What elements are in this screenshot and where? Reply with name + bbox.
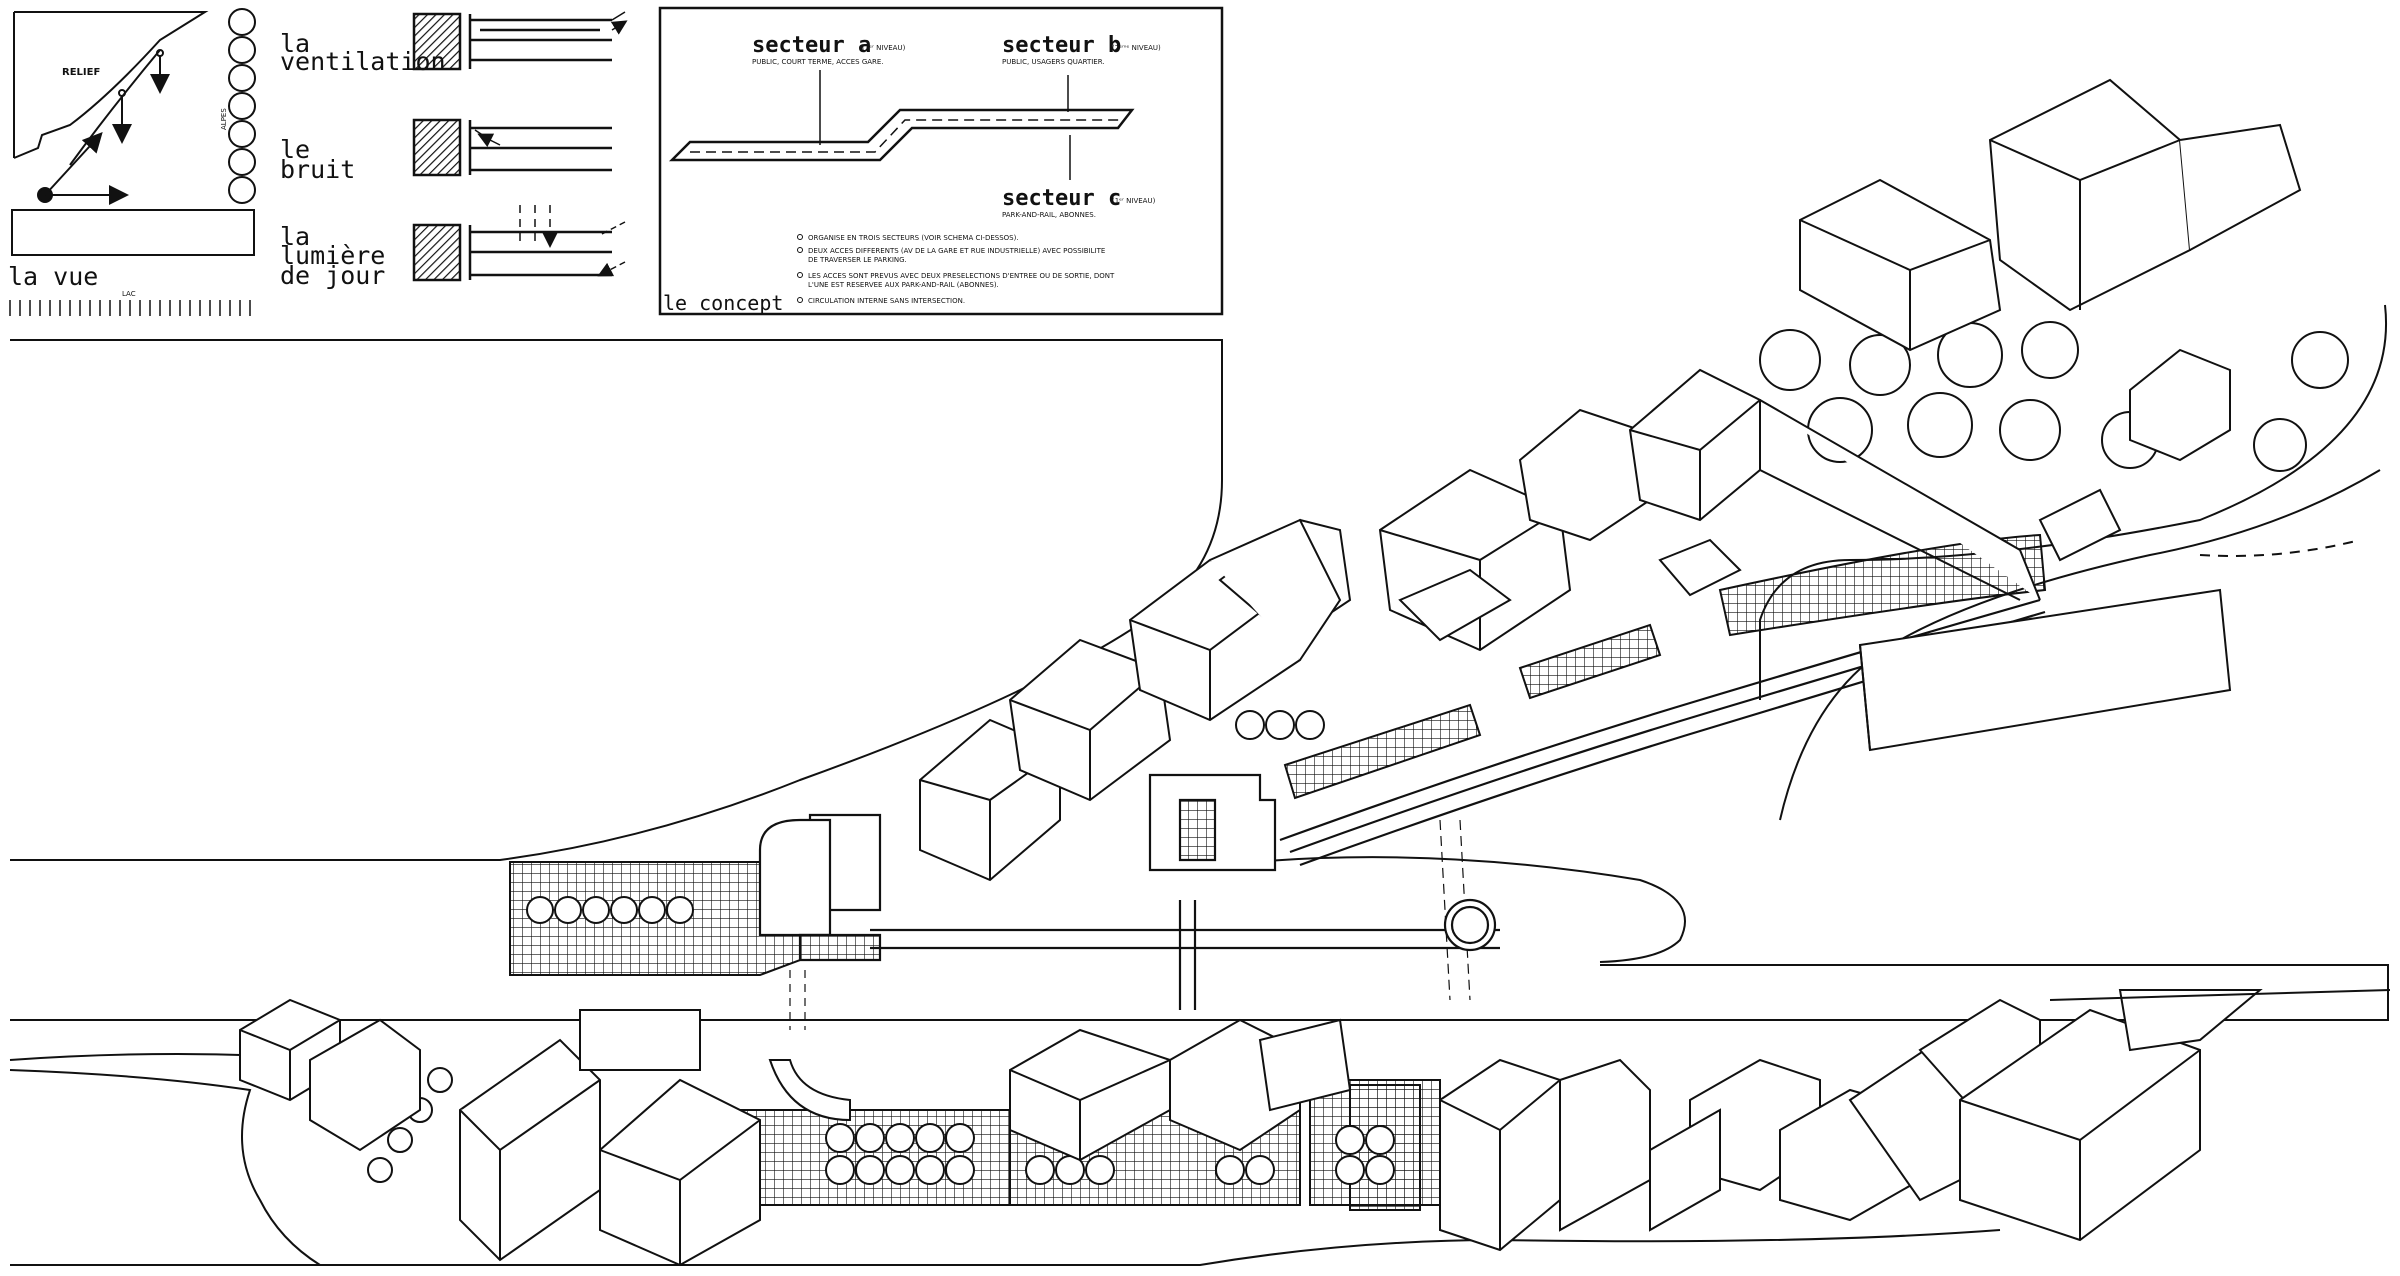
lumiere-label-2: lumière — [280, 241, 385, 270]
sector-c-desc: PARK-AND-RAIL, ABONNES. — [1002, 211, 1096, 219]
building-se-7 — [2118, 989, 2263, 1052]
building-ne-3 — [2179, 123, 2302, 251]
building-se-2 — [1649, 1108, 1721, 1232]
building-ne-2 — [1988, 78, 2192, 312]
legend-icons — [412, 12, 625, 282]
building-nw-5 — [1209, 518, 1342, 661]
sector-c-name: secteur c — [1002, 186, 1121, 211]
sector-a-desc: PUBLIC, COURT TERME, ACCES GARE. — [752, 58, 884, 66]
lac-label: LAC — [122, 290, 136, 298]
parking-strip-mid — [1283, 703, 1482, 800]
tree-row-lower — [825, 1123, 1395, 1185]
sector-b-level: (2ᵉᵐᵉ NIVEAU) — [1112, 44, 1161, 52]
tree-row-west — [526, 896, 694, 924]
building-s-6 — [1258, 1018, 1352, 1112]
legend-view-diagram — [9, 8, 256, 316]
upper-road-lower-edge — [10, 964, 2389, 1021]
bruit-label-1: le — [280, 135, 310, 164]
relief-outline — [13, 11, 209, 159]
note-3-line-2: L'UNE EST RESERVEE AUX PARK-AND-RAIL (AB… — [808, 281, 999, 289]
annex-block — [798, 933, 882, 962]
building-s-3 — [579, 1009, 701, 1071]
buildings-south — [239, 989, 2391, 1267]
tree-rows — [367, 321, 2349, 1185]
building-e-1 — [2129, 348, 2231, 462]
note-3-line-1: LES ACCES SONT PREVUS AVEC DEUX PRESELEC… — [808, 272, 1115, 280]
relief-label: RELIEF — [62, 67, 100, 78]
ventilation-label-1: la — [280, 29, 310, 58]
sector-a-level: (1ᵉʳ NIVEAU) — [862, 44, 906, 52]
bruit-label-2: bruit — [280, 155, 355, 184]
building-sw-2 — [309, 1018, 421, 1152]
tree-cluster-park — [1759, 321, 2349, 472]
alpes-circles — [228, 8, 256, 204]
building-n-wall — [1759, 399, 2041, 601]
building-s-8 — [1559, 1058, 1651, 1232]
concept-title: le concept — [663, 291, 783, 315]
upper-road-edge — [10, 339, 1223, 861]
station-road-edge — [1179, 856, 1686, 963]
lumiere-label-1: la — [280, 222, 310, 251]
sector-c-level: (1ᵉʳ NIVEAU) — [1112, 197, 1156, 205]
parking-strip-b — [1518, 623, 1662, 700]
alpes-label: ALPES — [220, 108, 228, 130]
parking-deck — [758, 598, 2051, 1010]
la-vue-label: la vue — [8, 262, 98, 291]
concept-sector-schema — [668, 70, 1135, 180]
hatch-block-icon — [412, 12, 462, 71]
west-curb — [9, 1069, 321, 1266]
building-e-slab — [1858, 588, 2232, 752]
note-2-line-1: DEUX ACCES DIFFERENTS (AV DE LA GARE ET … — [808, 247, 1105, 255]
east-curb — [2049, 989, 2391, 1001]
sector-b-name: secteur b — [1002, 33, 1121, 58]
concept-box: secteur a (1ᵉʳ NIVEAU) PUBLIC, COURT TER… — [658, 6, 1224, 316]
building-n-box2 — [1658, 538, 1742, 597]
gateway — [2038, 488, 2122, 562]
tree-circle-icon — [526, 896, 554, 924]
lac-ticks — [9, 300, 251, 316]
building-s-1 — [459, 1038, 601, 1262]
tree-cluster-north — [1235, 710, 1325, 740]
buildings-north — [919, 78, 2302, 882]
note-2-line-2: DE TRAVERSER LE PARKING. — [808, 256, 907, 264]
concept-notes: ORGANISE EN TROIS SECTEURS (VOIR SCHEMA … — [797, 234, 1115, 305]
sector-a-name: secteur a — [752, 33, 871, 58]
bottom-edge — [10, 1229, 2001, 1266]
building-n-box — [1398, 568, 1512, 642]
building-s-curved — [768, 1059, 851, 1122]
hatch-block-icon — [412, 223, 462, 282]
sector-b-desc: PUBLIC, USAGERS QUARTIER. — [1002, 58, 1105, 66]
note-4-line-1: CIRCULATION INTERNE SANS INTERSECTION. — [808, 297, 965, 305]
lumiere-label-3: de jour — [280, 261, 385, 290]
hatch-block-icon — [412, 118, 462, 177]
lake-rect — [11, 209, 255, 256]
parking-strip-east — [1718, 533, 2047, 637]
note-1-line-1: ORGANISE EN TROIS SECTEURS (VOIR SCHEMA … — [808, 234, 1019, 242]
